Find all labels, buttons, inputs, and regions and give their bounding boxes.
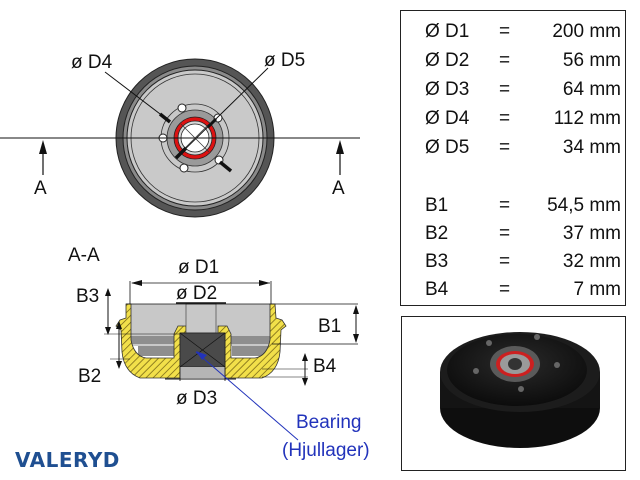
spec-label: Ø D4: [425, 108, 470, 129]
section-marker-right: A: [332, 178, 345, 199]
section-marker-left: A: [34, 178, 47, 199]
spec-value: 37 mm: [562, 223, 621, 244]
spec-value: 56 mm: [562, 50, 621, 71]
spec-eq: =: [499, 21, 511, 42]
spec-value: 34 mm: [562, 137, 621, 158]
spec-eq: =: [499, 137, 511, 158]
spec-eq: =: [499, 79, 511, 100]
product-photo-frame: [401, 316, 626, 471]
spec-eq: =: [499, 251, 511, 272]
spec-value: 200 mm: [552, 21, 621, 42]
drum-photo: [440, 332, 600, 448]
spec-label: Ø D3: [425, 79, 470, 100]
spec-row-b1: B1 = 54,5 mm: [401, 195, 625, 221]
label-d2: ø D2: [176, 283, 218, 304]
spec-row-d4: Ø D4 = 112 mm: [401, 108, 625, 134]
spec-label: Ø D2: [425, 50, 470, 71]
spec-row-b2: B2 = 37 mm: [401, 223, 625, 249]
section-title: A-A: [68, 245, 100, 266]
spec-label: Ø D5: [425, 137, 470, 158]
label-d3: ø D3: [176, 388, 218, 409]
spec-eq: =: [499, 223, 511, 244]
spec-eq: =: [499, 108, 511, 129]
label-b2: B2: [78, 366, 102, 387]
spec-value: 64 mm: [562, 79, 621, 100]
spec-row-d2: Ø D2 = 56 mm: [401, 50, 625, 76]
spec-eq: =: [499, 279, 511, 300]
front-view: [0, 58, 360, 218]
spec-value: 32 mm: [562, 251, 621, 272]
spec-value: 54,5 mm: [547, 195, 621, 216]
spec-eq: =: [499, 50, 511, 71]
spec-row-b4: B4 = 7 mm: [401, 279, 625, 305]
spec-label: B1: [425, 195, 449, 216]
spec-label: B3: [425, 251, 449, 272]
label-d1: ø D1: [178, 257, 220, 278]
label-d5: ø D5: [264, 50, 306, 71]
label-b1: B1: [318, 316, 342, 337]
spec-table: Ø D1 = 200 mm Ø D2 = 56 mm Ø D3 = 64 mm …: [400, 10, 626, 306]
label-d4: ø D4: [71, 52, 113, 73]
spec-row-d5: Ø D5 = 34 mm: [401, 137, 625, 163]
label-b3: B3: [76, 286, 100, 307]
valeryd-logo: VALERYD: [15, 448, 120, 472]
spec-label: B2: [425, 223, 449, 244]
spec-row-d3: Ø D3 = 64 mm: [401, 79, 625, 105]
spec-row-d1: Ø D1 = 200 mm: [401, 21, 625, 47]
bearing-label-local: (Hjullager): [282, 440, 370, 461]
label-b4: B4: [313, 356, 337, 377]
spec-label: B4: [425, 279, 449, 300]
spec-label: Ø D1: [425, 21, 470, 42]
spec-value: 7 mm: [573, 279, 622, 300]
spec-eq: =: [499, 195, 511, 216]
spec-row-b3: B3 = 32 mm: [401, 251, 625, 277]
bearing-label: Bearing: [296, 412, 362, 433]
section-view: [104, 280, 359, 441]
spec-value: 112 mm: [553, 108, 621, 129]
